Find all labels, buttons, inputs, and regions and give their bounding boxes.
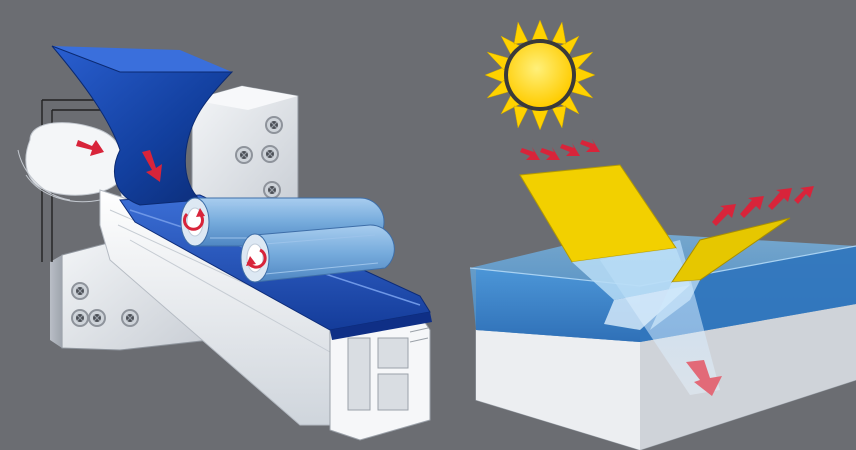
solar-panel-diagram bbox=[470, 20, 856, 450]
incident-light-arrows bbox=[520, 139, 600, 160]
coextrusion-panel bbox=[18, 46, 432, 440]
sun-icon bbox=[485, 20, 595, 130]
reflected-light-arrows bbox=[712, 186, 814, 226]
die-block-upper bbox=[192, 86, 298, 212]
